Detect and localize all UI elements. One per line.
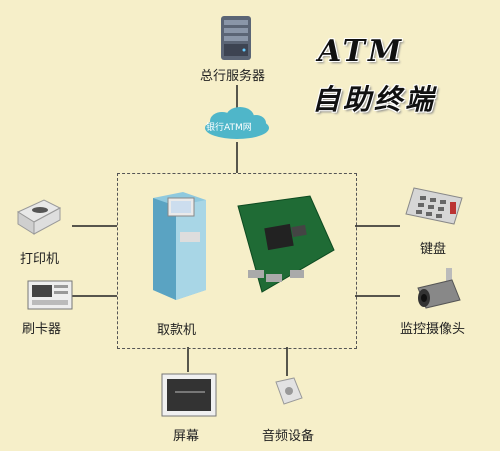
screen-label: 屏幕 — [173, 429, 200, 444]
title-line-1: ATM — [318, 34, 405, 69]
keypad-label: 键盘 — [420, 242, 447, 257]
card-reader-icon — [27, 280, 73, 310]
printer-label: 打印机 — [20, 252, 60, 267]
audio-label: 音频设备 — [262, 429, 315, 444]
network-label: 银行ATM网 — [206, 123, 252, 133]
speaker-icon — [275, 377, 303, 405]
motherboard-icon — [237, 195, 335, 293]
card-reader-label: 刷卡器 — [22, 322, 62, 337]
title-line-2: 自助终端 — [312, 83, 437, 116]
screen-icon — [161, 373, 217, 417]
atm-terminal-boundary — [117, 173, 357, 349]
cloud-icon — [205, 107, 269, 139]
atm-machine-icon — [153, 192, 206, 300]
keypad-icon — [405, 187, 463, 225]
camera-icon — [417, 268, 461, 309]
server-icon — [221, 16, 251, 60]
server-label: 总行服务器 — [200, 69, 266, 84]
camera-label: 监控摄像头 — [400, 322, 466, 337]
printer-icon — [16, 199, 62, 235]
atm-label: 取款机 — [157, 323, 197, 338]
